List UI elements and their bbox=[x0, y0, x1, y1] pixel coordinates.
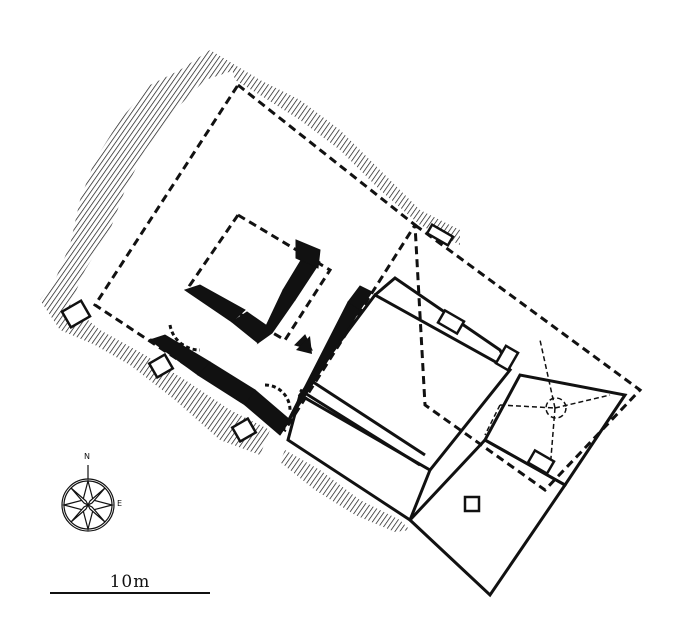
compass-rose bbox=[61, 465, 115, 532]
terrain-hatching bbox=[40, 50, 460, 532]
scale-bar-label: 10m bbox=[109, 572, 151, 592]
triangle-marker bbox=[296, 336, 312, 354]
compass-east-label: E bbox=[117, 499, 123, 508]
compass-north-label: N bbox=[84, 452, 90, 461]
outer-dashed-enclosure bbox=[92, 82, 643, 492]
pier-blocks bbox=[60, 222, 556, 513]
vaulted-room-lines bbox=[484, 339, 611, 471]
